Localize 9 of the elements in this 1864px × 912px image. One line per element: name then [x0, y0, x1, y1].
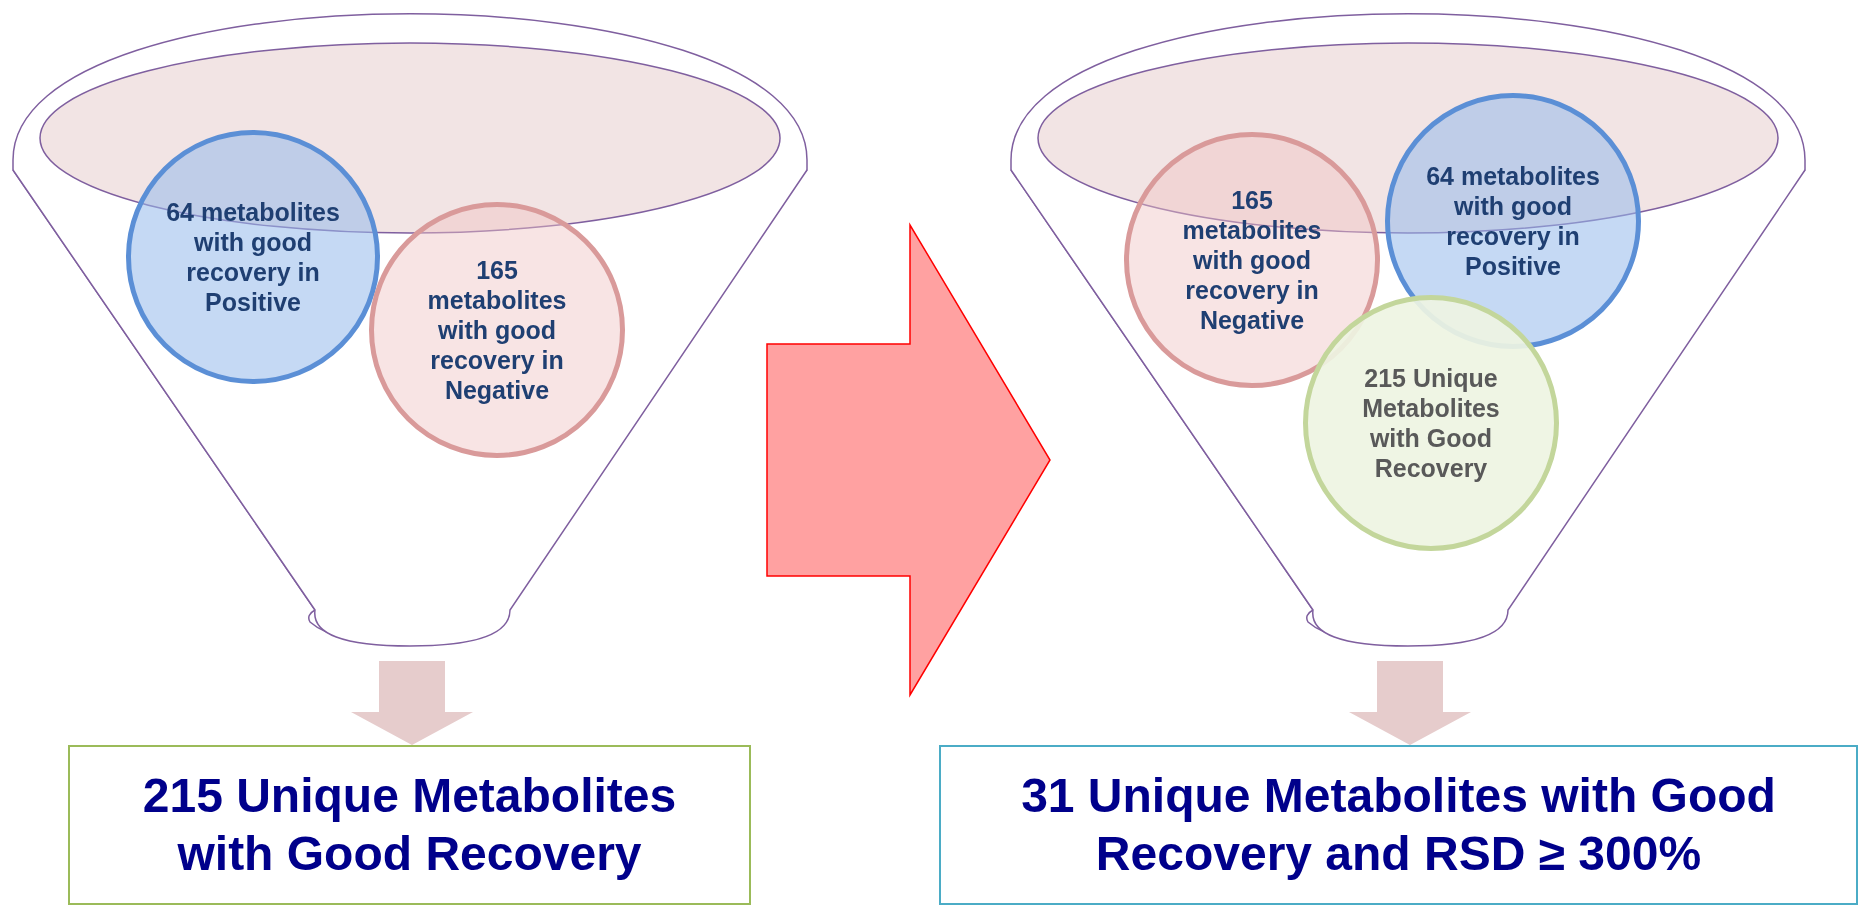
venn-circle: 64 metabolites with good recovery in Positive: [126, 130, 380, 384]
venn-circle: 165 metabolites with good recovery in Negative: [369, 202, 625, 458]
block-arrow: [351, 661, 473, 745]
block-arrow: [1349, 661, 1471, 745]
result-box: 31 Unique Metabolites with Good Recovery and RSD ≥ 300%: [939, 745, 1858, 905]
block-arrow: [766, 222, 1051, 698]
result-box: 215 Unique Metabolites with Good Recovery: [68, 745, 751, 905]
funnel: [10, 10, 810, 650]
funnel: [1008, 10, 1808, 650]
